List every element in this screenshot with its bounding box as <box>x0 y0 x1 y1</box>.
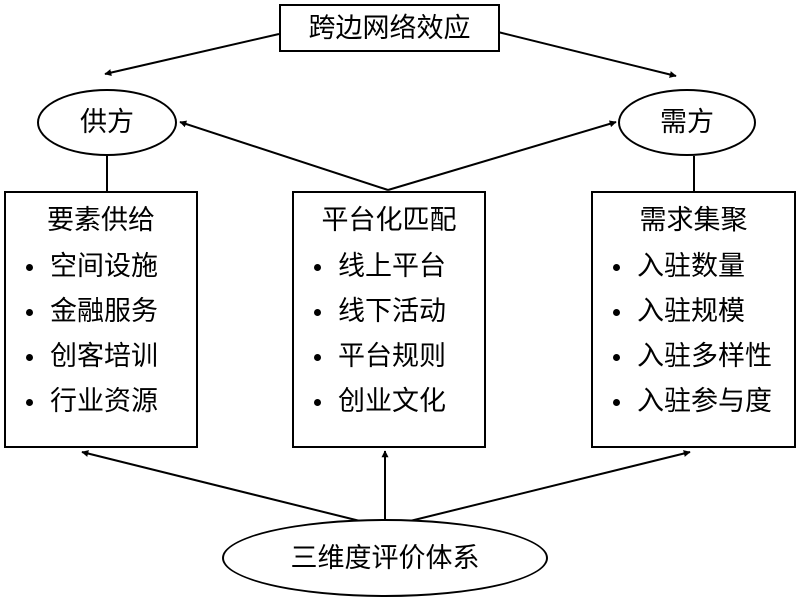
factor-supply-title: 要素供给 <box>47 205 155 236</box>
list-item: 平台规则 <box>294 343 484 391</box>
evaluation-system-label: 三维度评价体系 <box>290 542 480 574</box>
list-item: 线下活动 <box>294 298 484 346</box>
network-effect-box: 跨边网络效应 <box>279 4 500 52</box>
bullet-icon <box>613 399 620 406</box>
factor-supply-box: 要素供给 空间设施 金融服务 创客培训 行业资源 <box>4 191 198 448</box>
list-item: 线上平台 <box>294 253 484 301</box>
platform-matching-title: 平台化匹配 <box>321 205 457 236</box>
list-item: 空间设施 <box>6 253 196 301</box>
bullet-icon <box>314 354 321 361</box>
bullet-icon <box>26 399 33 406</box>
supply-side-oval: 供方 <box>37 89 177 156</box>
arrow-eval-to-supply <box>81 450 361 522</box>
platform-matching-box: 平台化匹配 线上平台 线下活动 平台规则 创业文化 <box>292 191 486 448</box>
bullet-icon <box>613 264 620 271</box>
bullet-icon <box>26 354 33 361</box>
factor-supply-list: 空间设施 金融服务 创客培训 行业资源 <box>6 253 196 436</box>
list-item: 入驻数量 <box>593 253 794 301</box>
evaluation-system-oval: 三维度评价体系 <box>222 519 548 597</box>
bullet-icon <box>314 309 321 316</box>
bullet-icon <box>26 309 33 316</box>
demand-side-oval: 需方 <box>618 89 756 156</box>
arrow-matching-to-supply <box>179 120 389 191</box>
list-item: 入驻规模 <box>593 298 794 346</box>
list-item: 创业文化 <box>294 388 484 436</box>
bullet-icon <box>613 309 620 316</box>
list-item: 创客培训 <box>6 343 196 391</box>
platform-matching-list: 线上平台 线下活动 平台规则 创业文化 <box>294 253 484 436</box>
bullet-icon <box>314 399 321 406</box>
bullet-icon <box>314 264 321 271</box>
list-item: 金融服务 <box>6 298 196 346</box>
demand-aggregation-list: 入驻数量 入驻规模 入驻多样性 入驻参与度 <box>593 253 794 436</box>
list-item: 入驻参与度 <box>593 388 794 436</box>
demand-side-label: 需方 <box>660 107 714 138</box>
arrow-matching-to-demand <box>387 120 617 191</box>
list-item: 入驻多样性 <box>593 343 794 391</box>
supply-side-label: 供方 <box>80 107 134 138</box>
demand-aggregation-box: 需求集聚 入驻数量 入驻规模 入驻多样性 入驻参与度 <box>591 191 796 448</box>
demand-aggregation-title: 需求集聚 <box>639 205 748 236</box>
bullet-icon <box>26 264 33 271</box>
arrow-eval-to-demand <box>409 450 691 522</box>
list-item: 行业资源 <box>6 388 196 436</box>
arrow-network-to-demand <box>497 31 677 78</box>
network-effect-label: 跨边网络效应 <box>308 12 471 44</box>
arrow-network-to-supply <box>104 33 280 76</box>
bullet-icon <box>613 354 620 361</box>
